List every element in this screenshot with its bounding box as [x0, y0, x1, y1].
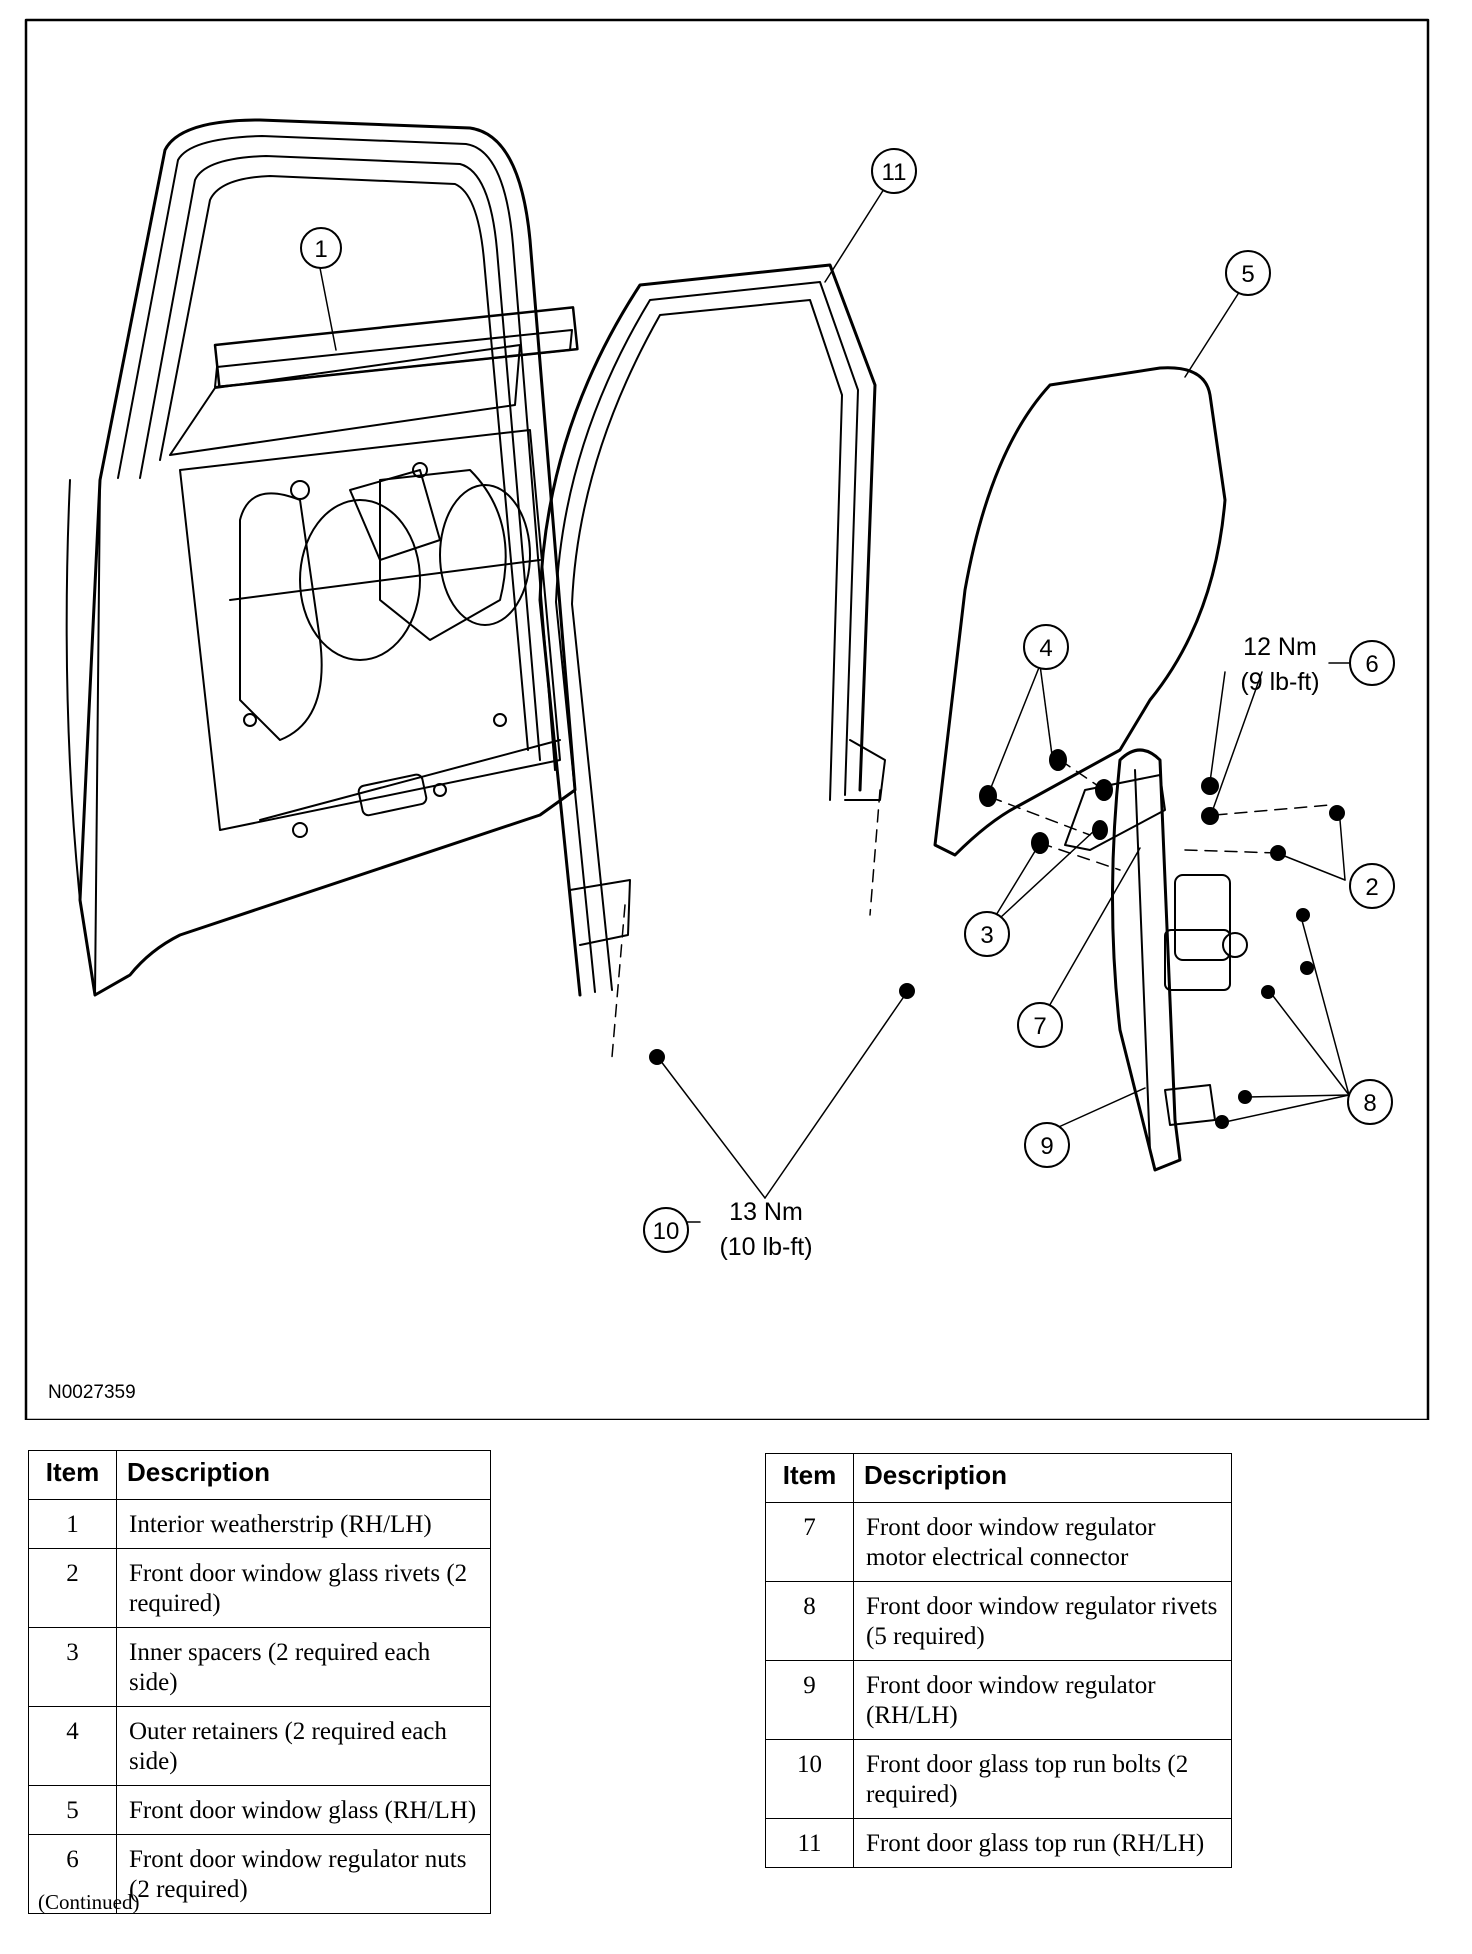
window-glass	[933, 366, 1227, 857]
item-number: 9	[765, 1660, 854, 1740]
glass-top-run	[538, 263, 886, 997]
header-description: Description	[116, 1450, 491, 1500]
torque-labels: 12 Nm (9 lb-ft) 13 Nm (10 lb-ft)	[719, 633, 1351, 1261]
window-regulator	[1064, 748, 1248, 1172]
item-number: 7	[765, 1502, 854, 1582]
small-parts	[649, 749, 1345, 1129]
header-item: Item	[765, 1453, 854, 1503]
alignment-lines	[611, 759, 1331, 1058]
item-number: 6	[28, 1834, 117, 1914]
callout-3	[964, 911, 1010, 957]
callout-text-7: 7	[1033, 1013, 1046, 1040]
item-description: Front door window glass rivets (2 requir…	[116, 1548, 491, 1628]
item-number: 11	[765, 1818, 854, 1868]
item-number: 10	[765, 1739, 854, 1819]
callout-numbers: 1 11 5 4 6 2 3 7 8 9 10	[314, 159, 1378, 1245]
item-description: Front door glass top run bolts (2 requir…	[853, 1739, 1232, 1819]
item-description: Interior weatherstrip (RH/LH)	[116, 1499, 491, 1549]
torque-10-lbft: (10 lb-ft)	[719, 1233, 812, 1261]
callouts	[300, 148, 1395, 1253]
item-number: 5	[28, 1785, 117, 1835]
item-description: Front door window regulator nuts (2 requ…	[116, 1834, 491, 1914]
item-description: Inner spacers (2 required each side)	[116, 1627, 491, 1707]
callout-7	[1017, 1002, 1063, 1048]
leader-lines	[319, 188, 1350, 1223]
callout-10	[643, 1207, 689, 1253]
callout-1	[300, 227, 342, 269]
torque-10-nm: 13 Nm	[729, 1198, 803, 1226]
item-description: Front door window regulator (RH/LH)	[853, 1660, 1232, 1740]
callout-11	[871, 148, 917, 194]
header-item: Item	[28, 1450, 117, 1500]
callout-text-8: 8	[1363, 1090, 1376, 1117]
table-header-row: Item Description	[28, 1450, 491, 1500]
figure-frame	[24, 18, 1430, 1420]
figure-id: N0027359	[48, 1382, 136, 1403]
torque-6-lbft: (9 lb-ft)	[1240, 668, 1319, 696]
callout-text-2: 2	[1365, 874, 1378, 901]
callout-text-10: 10	[653, 1218, 680, 1245]
item-description: Outer retainers (2 required each side)	[116, 1706, 491, 1786]
torque-6-nm: 12 Nm	[1243, 633, 1317, 661]
item-number: 3	[28, 1627, 117, 1707]
item-description: Front door window regulator motor electr…	[853, 1502, 1232, 1582]
item-number: 8	[765, 1581, 854, 1661]
callout-text-5: 5	[1241, 261, 1254, 288]
callout-text-3: 3	[980, 922, 993, 949]
item-description: Front door glass top run (RH/LH)	[853, 1818, 1232, 1868]
callout-text-6: 6	[1365, 651, 1378, 678]
callout-8	[1347, 1079, 1393, 1125]
table-header-row: Item Description	[765, 1453, 1232, 1503]
continued-note: (Continued)	[38, 1890, 140, 1914]
exploded-view-diagram: 1 11 5 4 6 2 3 7 8 9 10 12 Nm (9 lb-ft) …	[24, 18, 1430, 1420]
item-number: 4	[28, 1706, 117, 1786]
callout-text-11: 11	[882, 159, 907, 186]
callout-text-9: 9	[1040, 1133, 1053, 1160]
item-number: 1	[28, 1499, 117, 1549]
callout-text-1: 1	[314, 236, 327, 263]
callout-9	[1024, 1122, 1070, 1168]
item-number: 2	[28, 1548, 117, 1628]
item-description: Front door window glass (RH/LH)	[116, 1785, 491, 1835]
header-description: Description	[853, 1453, 1232, 1503]
door-assembly	[65, 118, 579, 997]
callout-text-4: 4	[1039, 635, 1052, 662]
callout-4	[1023, 624, 1069, 670]
callout-2	[1349, 863, 1395, 909]
callout-5	[1225, 250, 1271, 296]
item-description: Front door window regulator rivets (5 re…	[853, 1581, 1232, 1661]
